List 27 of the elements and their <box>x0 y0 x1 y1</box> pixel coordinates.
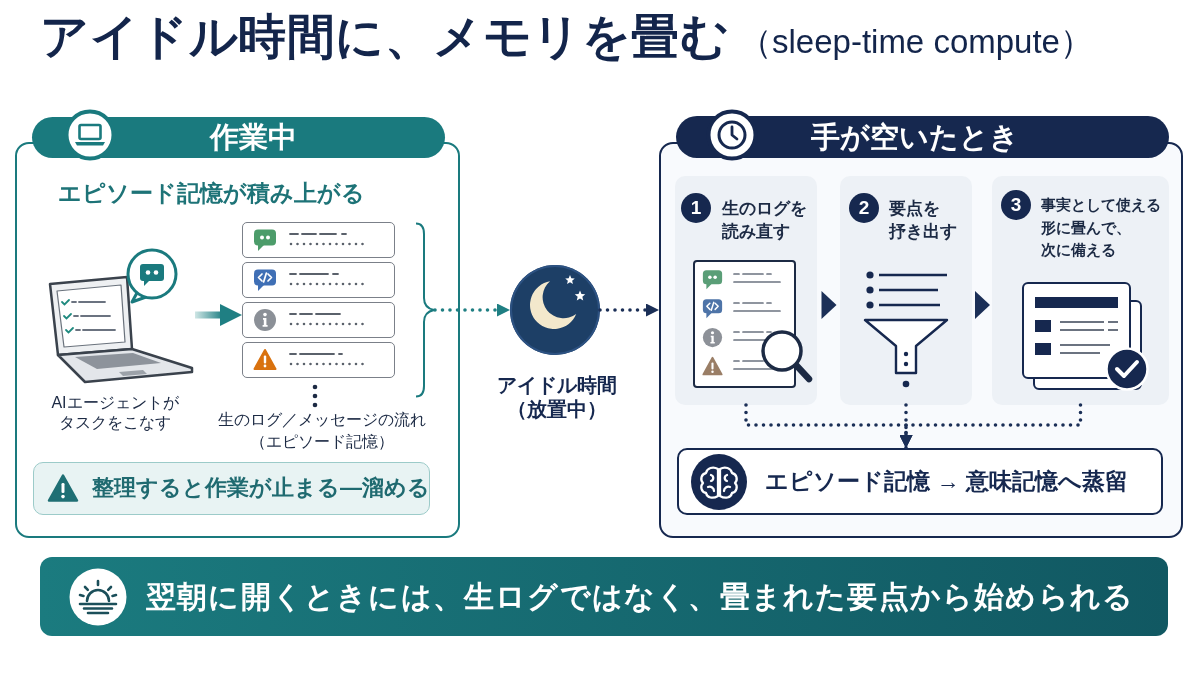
panel-heading: 手が空いたとき <box>676 116 1169 158</box>
arrow <box>195 304 242 326</box>
node-label: アイドル時間（放置中） <box>497 373 617 421</box>
step-card <box>992 176 1169 405</box>
dotted-arrow <box>598 303 661 317</box>
warning-callout <box>33 462 430 515</box>
step-number: 2 <box>849 193 879 223</box>
step-text: 事実として使える形に畳んで、次に備える <box>1041 195 1161 260</box>
chevron-arrow <box>975 291 990 319</box>
step-number: 1 <box>681 193 711 223</box>
step-card <box>840 176 972 405</box>
dotted-arrow <box>433 303 512 317</box>
banner-text: 翌朝に開くときには、生ログではなく、畳まれた要点から始められる <box>146 579 1135 615</box>
step-text: 要点を抒き出す <box>889 198 957 243</box>
summary-box <box>677 448 1163 515</box>
node-label: AIエージェントがタスクをこなす <box>51 393 179 433</box>
chevron-arrow <box>821 291 837 319</box>
panel-subtitle: エピソード記憶が積み上がる <box>58 179 365 208</box>
subtitle: （sleep-time compute） <box>739 22 1093 62</box>
callout-text: 整理すると作業が止まる—溜める <box>92 474 430 502</box>
step-card <box>675 176 817 405</box>
title: アイドル時間に、メモリを畳む <box>40 9 729 65</box>
banner <box>40 557 1168 636</box>
step-text: 生のログを読み直す <box>722 198 807 243</box>
summary-text: エピソード記憶 → 意味記憶へ蒸留 <box>765 467 1128 496</box>
step-number: 3 <box>1001 190 1031 220</box>
node-label: 生のログ／メッセージの流れ（エピソード記憶） <box>218 410 426 452</box>
